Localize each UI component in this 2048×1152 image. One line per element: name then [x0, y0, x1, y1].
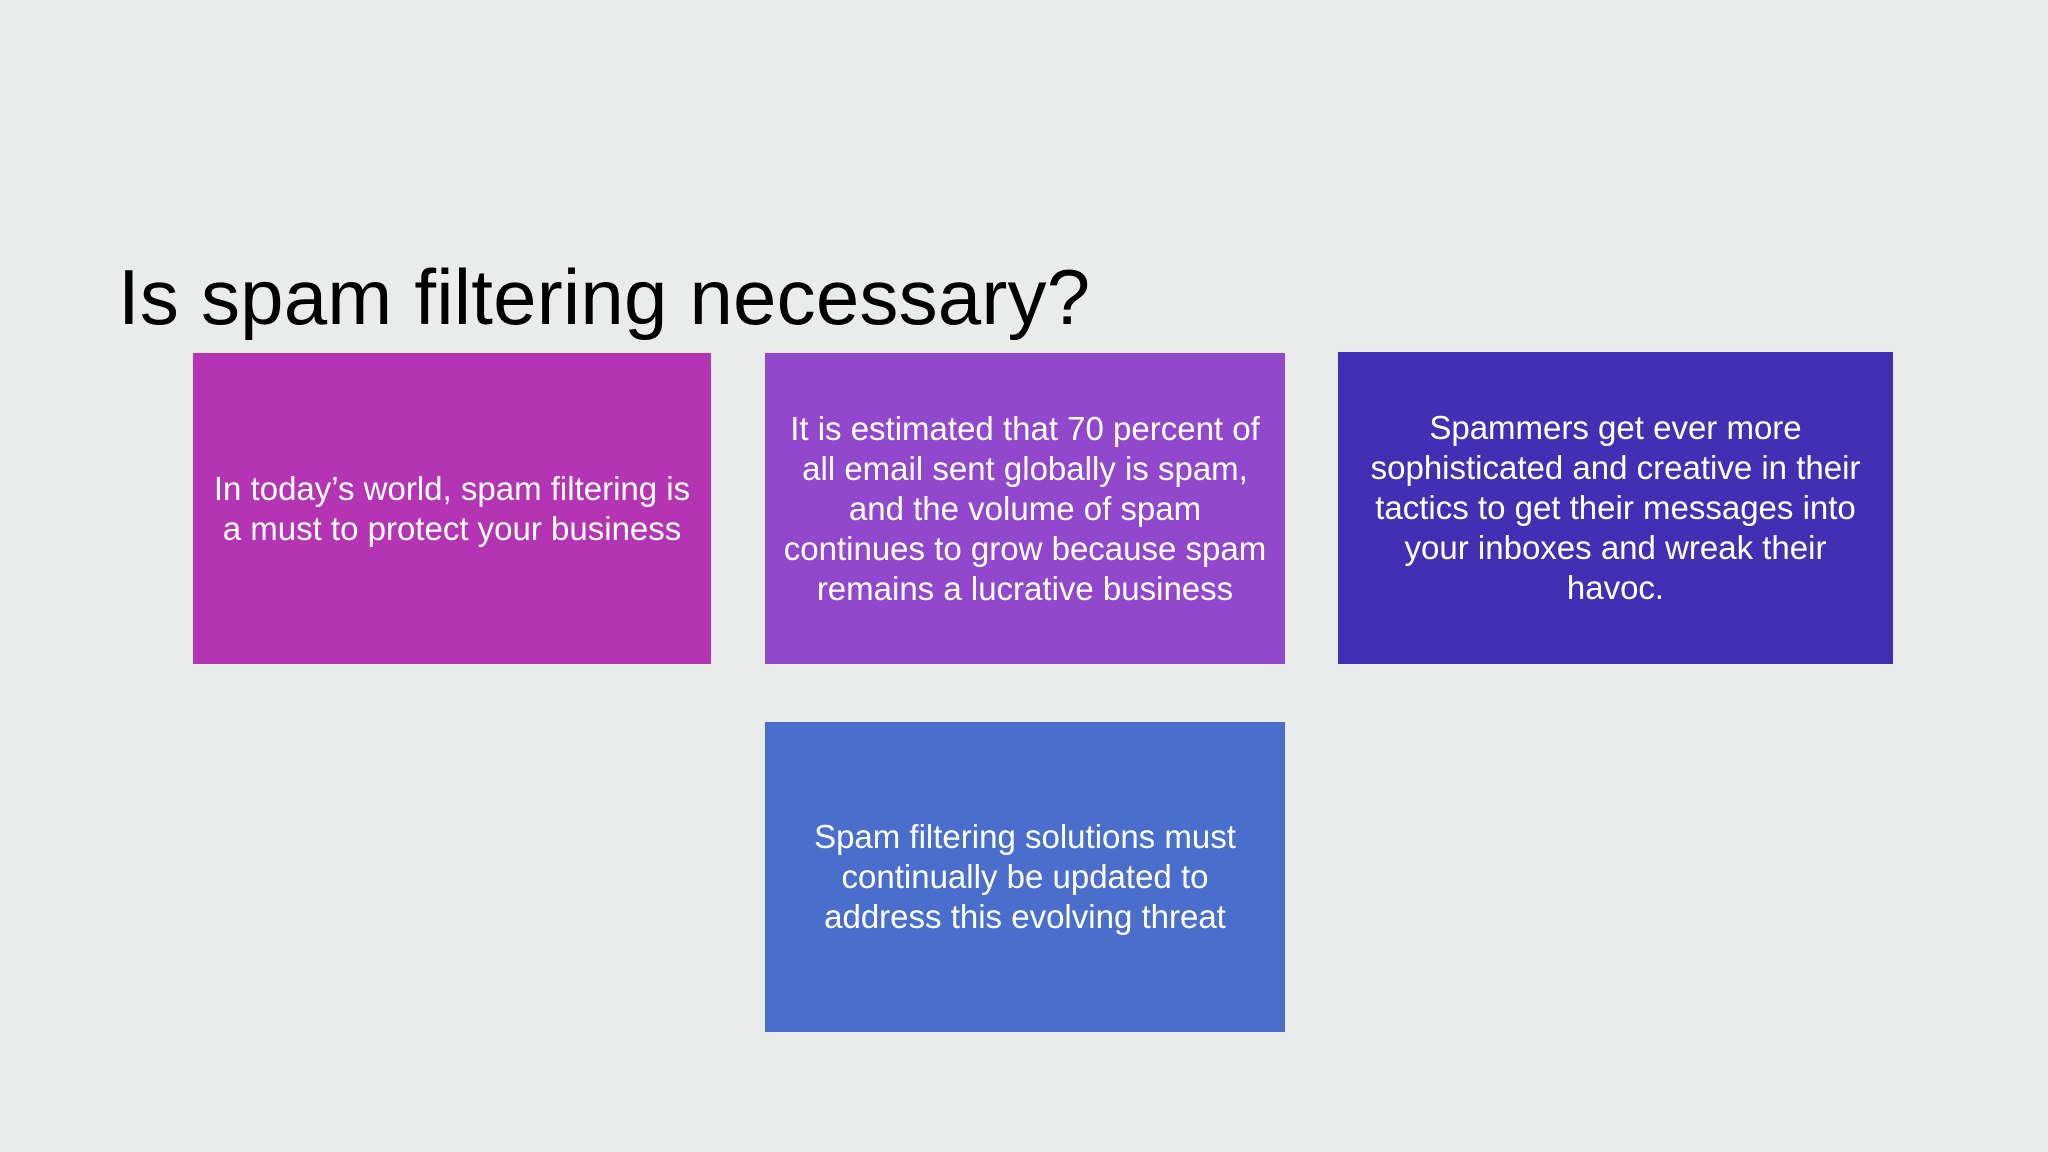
card-3-text: Spammers get ever more sophisticated and…: [1370, 409, 1861, 606]
content-card-3[interactable]: Spammers get ever more sophisticated and…: [1338, 352, 1893, 664]
card-2-text: It is estimated that 70 percent of all e…: [783, 409, 1267, 607]
content-card-4[interactable]: Spam filtering solutions must continuall…: [765, 722, 1285, 1032]
card-4-text: Spam filtering solutions must continuall…: [814, 818, 1236, 935]
content-card-2[interactable]: It is estimated that 70 percent of all e…: [765, 353, 1285, 664]
card-1-text: In today’s world, spam filtering is a mu…: [213, 469, 691, 547]
content-card-1[interactable]: In today’s world, spam filtering is a mu…: [193, 353, 711, 664]
page-title: Is spam filtering necessary?: [118, 253, 1091, 342]
